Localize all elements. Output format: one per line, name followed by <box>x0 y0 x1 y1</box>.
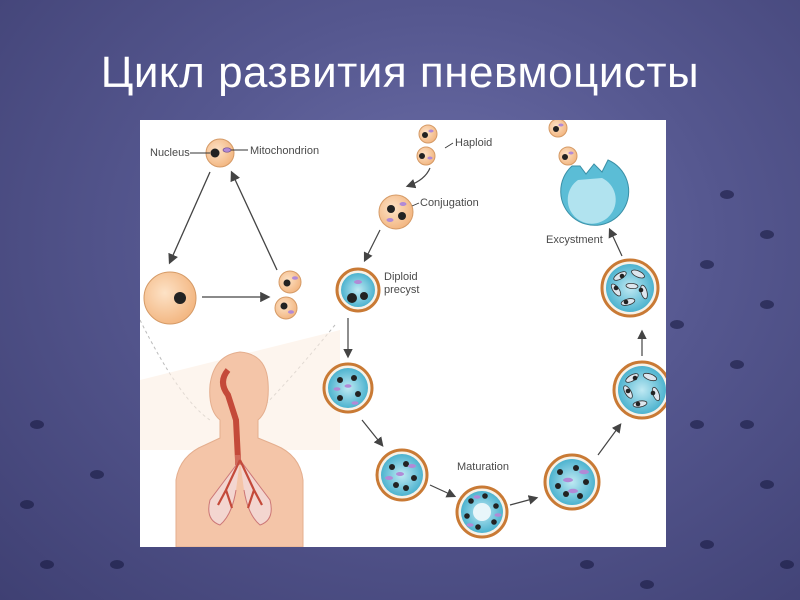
background-dot <box>20 500 34 509</box>
background-dot <box>700 260 714 269</box>
ascus-cyst-upper <box>600 227 660 318</box>
label-excystment: Excystment <box>546 234 603 246</box>
diploid-precyst-stage: Diploid precyst <box>335 267 419 359</box>
life-cycle-diagram: Nucleus Mitochondrion Ha <box>140 120 666 547</box>
background-dot <box>110 560 124 569</box>
background-dot <box>760 230 774 239</box>
label-maturation: Maturation <box>457 461 509 473</box>
label-conjugation: Conjugation <box>420 197 479 209</box>
conjugation-stage: Conjugation <box>363 194 479 263</box>
label-nucleus: Nucleus <box>150 147 190 159</box>
intermediate-cyst-stage <box>375 448 457 502</box>
haploid-stage: Haploid <box>405 124 492 189</box>
label-mitochondrion: Mitochondrion <box>250 145 319 157</box>
background-dot <box>690 420 704 429</box>
background-dot <box>670 320 684 329</box>
background-dot <box>730 360 744 369</box>
arrow-right-to-top <box>230 170 278 271</box>
life-cycle-figure: Nucleus Mitochondrion Ha <box>140 120 666 547</box>
background-dot <box>740 420 754 429</box>
top-trophozoite <box>205 138 235 168</box>
mitochondrion-shape <box>222 147 232 153</box>
mature-cyst-stage <box>543 423 622 511</box>
background-dot <box>580 560 594 569</box>
early-cyst-stage <box>322 362 384 447</box>
background-dot <box>760 300 774 309</box>
slide-title: Цикл развития пневмоцисты <box>100 48 700 97</box>
background-dot <box>720 190 734 199</box>
background-dot <box>640 580 654 589</box>
label-precyst: precyst <box>384 284 419 296</box>
nucleus-dot <box>210 148 220 158</box>
background-dot <box>780 560 794 569</box>
maturation-stage: Maturation <box>455 461 539 539</box>
background-dot <box>40 560 54 569</box>
label-haploid: Haploid <box>455 137 492 149</box>
background-dot <box>90 470 104 479</box>
background-dot <box>760 480 774 489</box>
arrow-top-to-left <box>168 171 211 265</box>
background-dot <box>700 540 714 549</box>
large-trophozoite <box>143 271 197 325</box>
ascus-cyst-lower <box>612 329 666 420</box>
background-dot <box>30 420 44 429</box>
label-diploid: Diploid <box>384 271 418 283</box>
human-torso-illustration <box>140 319 340 547</box>
trophic-cycle: Nucleus Mitochondrion <box>143 138 319 325</box>
excystment-stage: Excystment <box>546 120 630 246</box>
